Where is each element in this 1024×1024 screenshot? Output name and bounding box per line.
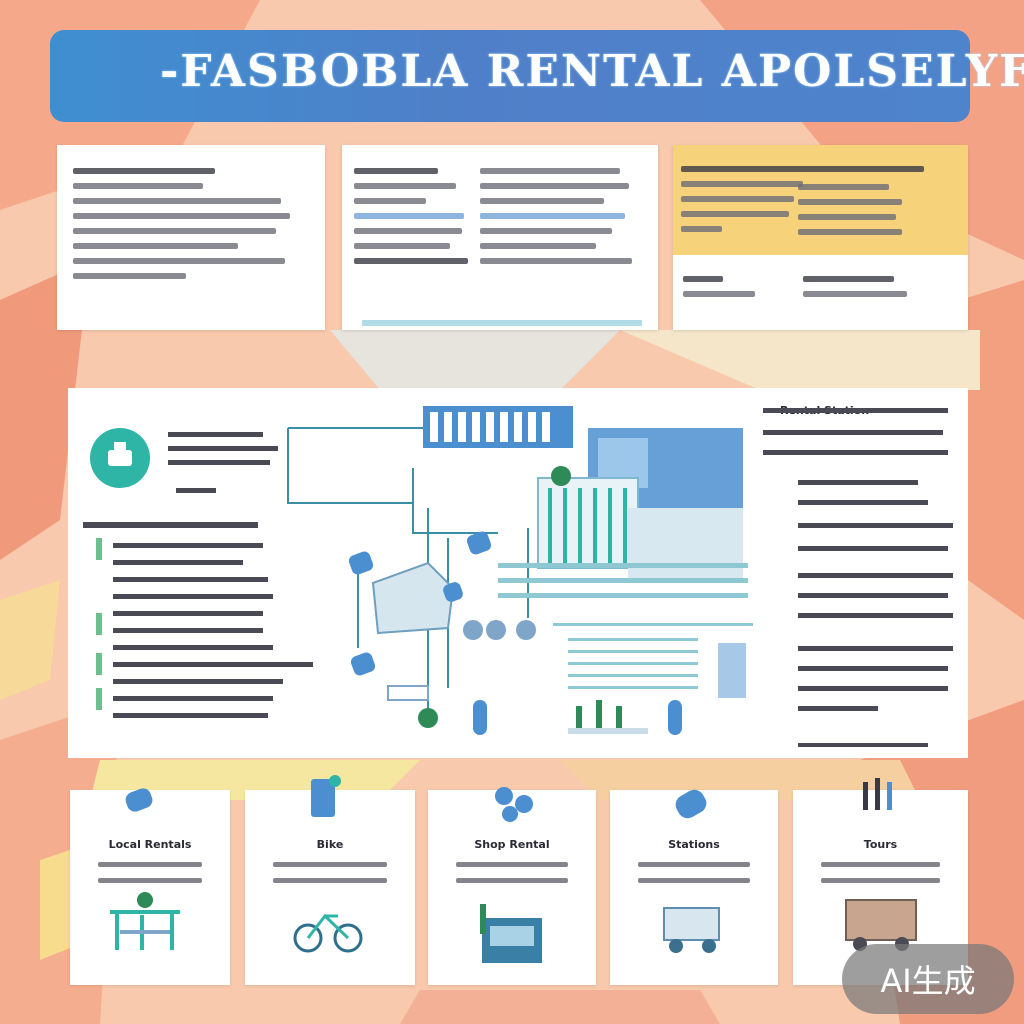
page-title: -FASBOBLA RENTAL APOLSELYF (160, 46, 1024, 97)
playground-icon (110, 892, 180, 950)
location-icon (675, 789, 707, 819)
main-infographic-art (83, 406, 953, 747)
people-icon (495, 787, 533, 822)
info-card-2 (342, 145, 658, 330)
feature-card-1: Local Rentals (70, 788, 230, 985)
bus-icon (845, 899, 917, 951)
feature-card-1-label: Local Rentals (108, 838, 192, 851)
phone-icon (311, 775, 341, 817)
feature-card-3-label: Shop Rental (474, 838, 550, 851)
info-card-1 (57, 145, 325, 330)
feature-card-5-label: Tours (863, 838, 898, 851)
group-icon (863, 778, 892, 810)
bicycle-icon (293, 913, 363, 953)
feature-card-4: Stations (610, 789, 778, 985)
feature-card-2: Bike (245, 775, 415, 985)
ai-generated-badge: AI生成 (842, 944, 1014, 1014)
feature-card-4-label: Stations (668, 838, 720, 851)
shop-icon (480, 904, 542, 963)
feature-card-3: Shop Rental (428, 787, 596, 985)
title-banner: -FASBOBLA RENTAL APOLSELYF (50, 30, 1024, 122)
feature-card-2-label: Bike (316, 838, 344, 851)
info-card-3 (673, 145, 968, 330)
vehicle-icon (663, 907, 720, 953)
bike-icon (125, 788, 153, 812)
